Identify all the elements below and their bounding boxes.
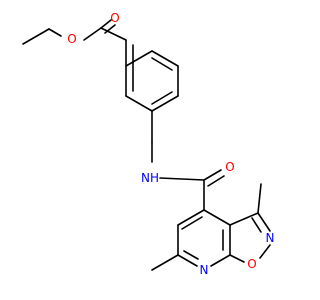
bond-isox-c3-n [257,212,271,232]
bond-amide-c-o-double-b [207,175,225,187]
bond-pyr-n-c7a [210,254,231,267]
bonds [22,19,271,271]
atom-n-pyridine: N [200,263,209,277]
bond-pyr-c4-c5 [177,209,205,226]
bond-ester-c-o-double-b [104,24,116,34]
bond-benzene-5-inner [151,57,173,71]
bond-amide-c-o-double-a [203,169,222,181]
bond-pyr-c6-n-inner [183,250,199,260]
bond-ester-carbon-ring [100,27,127,41]
bond-pyr-c4-c5-inner [181,216,203,230]
atom-nh-amide: NH [141,171,159,185]
bond-benzene-6 [125,50,153,67]
atom-o-amide: O [225,160,234,174]
bond-pyr-c3a-c4 [203,209,231,226]
bond-methyl-c3 [257,183,262,214]
bond-pyr-c6-n [177,254,198,267]
atom-labels: O O NH O N O N [67,11,274,277]
atom-o-ester-carbonyl: O [110,11,119,25]
atom-n-isoxazole: N [266,231,275,245]
atom-o-ester-ether: O [67,32,76,46]
bond-benzene-3 [151,95,179,112]
bond-ethyl-ch3-ch2 [22,28,50,45]
bond-methyl-c6 [151,254,179,271]
bond-isox-n-o [259,244,271,259]
bond-isox-c3-n-inner [251,217,262,233]
bond-isox-o-c7a [229,254,245,263]
bond-benzene-2 [125,95,153,112]
bond-nh-amide-carbon [159,177,205,181]
bond-isox-c3a-c3 [229,212,259,226]
atom-o-isoxazole: O [247,257,256,271]
bond-ethyl-ch2-o [48,28,62,37]
bond-benzene-5 [151,50,179,67]
bond-o-ester-carbon [83,27,102,41]
bond-ester-c-o-double-a [100,19,112,29]
molecule-structure: O O NH O N O N [22,11,274,277]
bond-benzene-3-inner [151,91,173,105]
